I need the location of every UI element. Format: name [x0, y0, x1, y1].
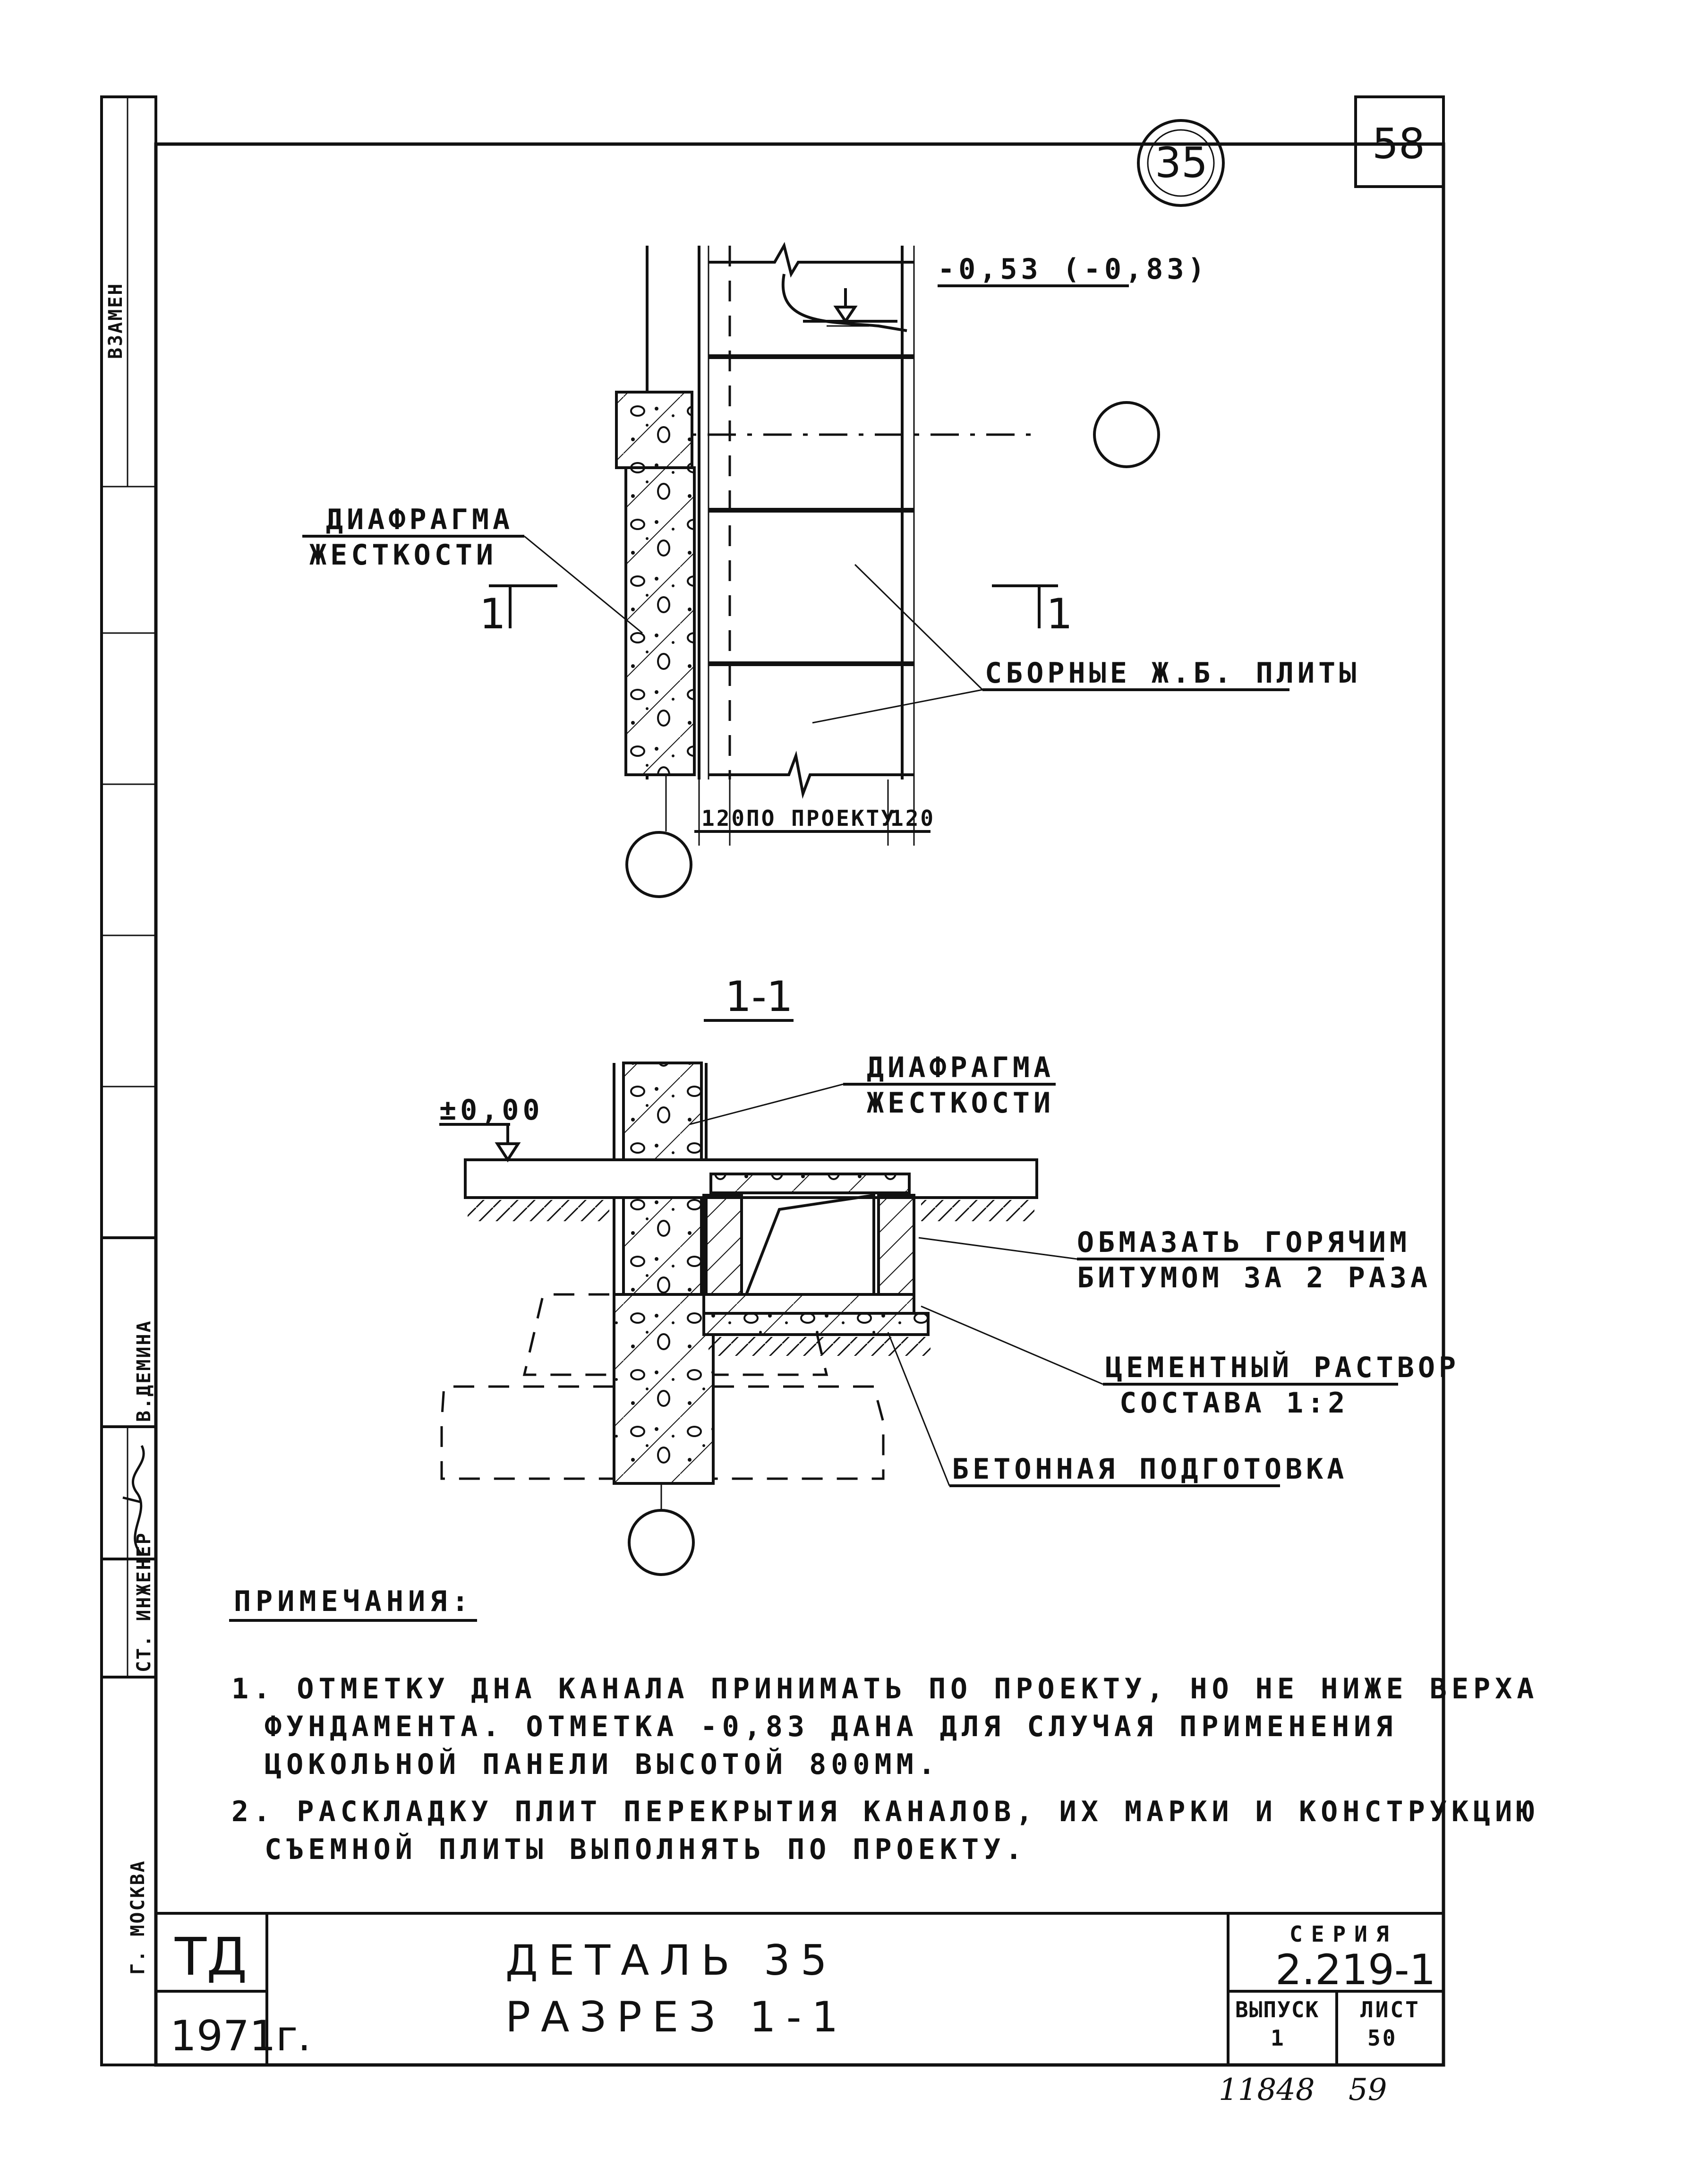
- sheet-frame: [100, 95, 1445, 2067]
- dim-right: 120: [890, 805, 935, 831]
- title-block: ТД 1971г. ДЕТАЛЬ 35 РАЗРЕЗ 1-1 СЕРИЯ 2.2…: [156, 1912, 1443, 2065]
- stamp-role: СТ. ИНЖЕНЕР: [133, 1532, 155, 1672]
- issue-value: 1: [1271, 2025, 1286, 2051]
- handwritten-inventory: 11848: [1219, 2073, 1315, 2107]
- org-code: ТД: [174, 1927, 247, 1987]
- note-1-line-2: ФУНДАМЕНТА. ОТМЕТКА -0,83 ДАНА ДЛЯ СЛУЧА…: [265, 1710, 1397, 1743]
- section-diaphragm-label-1: ДИАФРАГМА: [867, 1051, 1054, 1084]
- plan-section-mark-left: 1: [479, 590, 506, 638]
- detail-marker: 35: [1137, 119, 1225, 207]
- issue-label: ВЫПУСК: [1235, 1997, 1319, 2022]
- handwritten-page: 59: [1349, 2073, 1387, 2107]
- section-view: 1-1 ±0,00 ДИАФРАГМА ЖЕСТКОСТ: [439, 972, 1460, 1576]
- bitumen-label-1: ОБМАЗАТЬ ГОРЯЧИМ: [1077, 1226, 1410, 1259]
- page-number: 58: [1372, 120, 1425, 168]
- concrete-prep-label: БЕТОННАЯ ПОДГОТОВКА: [952, 1453, 1348, 1486]
- note-2-line-1: 2. РАСКЛАДКУ ПЛИТ ПЕРЕКРЫТИЯ КАНАЛОВ, ИХ…: [231, 1795, 1538, 1828]
- year: 1971г.: [170, 2012, 311, 2060]
- notes-heading: ПРИМЕЧАНИЯ:: [234, 1585, 473, 1618]
- note-2-line-2: СЪЕМНОЙ ПЛИТЫ ВЫПОЛНЯТЬ ПО ПРОЕКТУ.: [265, 1832, 1027, 1866]
- stamp-city: Г. МОСКВА: [127, 1859, 149, 1975]
- section-title: 1-1: [725, 972, 793, 1021]
- sheet-label: ЛИСТ: [1360, 1997, 1420, 2022]
- plan-view: -0,53 (-0,83) 1 1 120 ПО ПРОЕКТУ 120 ДИА…: [302, 242, 1360, 898]
- mortar-label-2: СОСТАВА 1:2: [1119, 1387, 1349, 1420]
- detail-marker-number: 35: [1155, 138, 1208, 187]
- plan-diaphragm-label-2: ЖЕСТКОСТИ: [309, 539, 497, 572]
- series-value: 2.219-1: [1275, 1945, 1436, 1994]
- title-line-1: ДЕТАЛЬ 35: [505, 1936, 837, 1985]
- mortar-label-1: ЦЕМЕНТНЫЙ РАСТВОР: [1105, 1350, 1460, 1384]
- dim-middle: ПО ПРОЕКТУ: [746, 805, 896, 831]
- note-1-line-1: 1. ОТМЕТКУ ДНА КАНАЛА ПРИНИМАТЬ ПО ПРОЕК…: [231, 1672, 1538, 1705]
- zero-mark: ±0,00: [439, 1094, 544, 1127]
- signature-mark: [122, 1445, 145, 1555]
- plan-diaphragm-label-1: ДИАФРАГМА: [326, 503, 513, 536]
- stamp-vzamen: ВЗАМЕН: [105, 283, 127, 360]
- bitumen-label-2: БИТУМОМ ЗА 2 РАЗА: [1077, 1261, 1431, 1294]
- sheet-value: 50: [1367, 2025, 1397, 2051]
- plan-section-mark-right: 1: [1046, 590, 1073, 638]
- plan-slabs-label: СБОРНЫЕ Ж.Б. ПЛИТЫ: [985, 657, 1360, 690]
- plan-level-mark: -0,53 (-0,83): [938, 253, 1209, 286]
- title-line-2: РАЗРЕЗ 1-1: [505, 1993, 848, 2041]
- series-label: СЕРИЯ: [1289, 1921, 1397, 1947]
- note-1-line-3: ЦОКОЛЬНОЙ ПАНЕЛИ ВЫСОТОЙ 800ММ.: [265, 1747, 940, 1781]
- stamp-author: В.ДЕМИНА: [133, 1319, 155, 1422]
- section-diaphragm-label-2: ЖЕСТКОСТИ: [867, 1087, 1054, 1120]
- notes-block: ПРИМЕЧАНИЯ: 1. ОТМЕТКУ ДНА КАНАЛА ПРИНИМ…: [229, 1585, 1538, 1866]
- dim-left: 120: [701, 805, 746, 831]
